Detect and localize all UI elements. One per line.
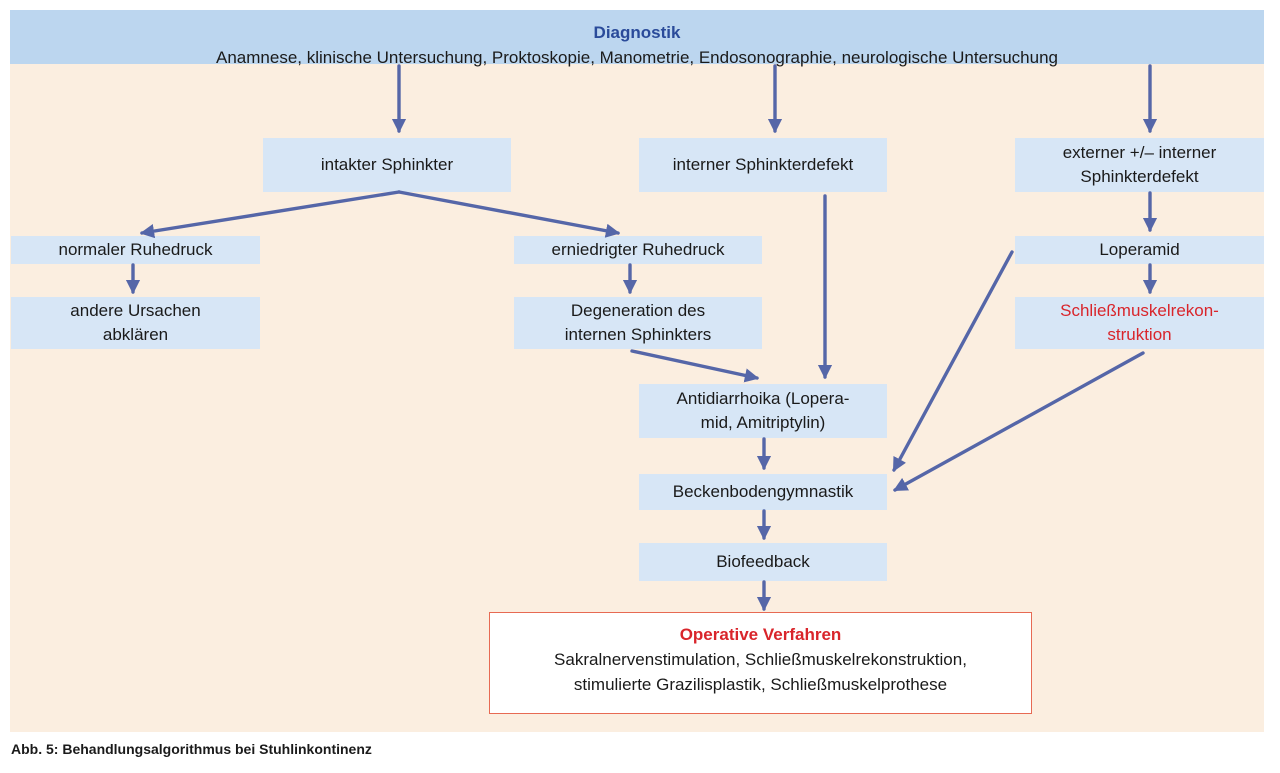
node-label-line1: Antidiarrhoika (Lopera- bbox=[676, 389, 850, 408]
node-label: interner Sphinkterdefekt bbox=[672, 155, 854, 174]
operative-line1: Sakralnervenstimulation, Schließmuskelre… bbox=[554, 650, 967, 669]
arrow-intakter-to-erniedrigter bbox=[397, 190, 621, 238]
node-label: Beckenbodengymnastik bbox=[672, 482, 854, 501]
arrow-degeneration-to-antidiarrhoika bbox=[630, 349, 760, 383]
node-loperamid: Loperamid bbox=[1015, 236, 1264, 264]
arrow-schliess-to-becken bbox=[893, 351, 1145, 492]
node-operative-verfahren: Operative Verfahren Sakralnervenstimulat… bbox=[489, 612, 1032, 714]
diagnostik-header: Diagnostik Anamnese, klinische Untersuch… bbox=[10, 10, 1264, 67]
node-andere-ursachen: andere Ursachen abklären bbox=[11, 297, 260, 349]
node-label-line2: struktion bbox=[1107, 325, 1172, 344]
header-title: Diagnostik bbox=[593, 23, 681, 42]
node-biofeedback: Biofeedback bbox=[639, 543, 887, 581]
arrow-loperamid-to-becken bbox=[892, 250, 1014, 472]
arrow-intakter-to-normaler bbox=[139, 190, 401, 239]
node-label-line1: Schließmuskelrekon- bbox=[1060, 301, 1219, 320]
node-antidiarrhoika: Antidiarrhoika (Lopera- mid, Amitriptyli… bbox=[639, 384, 887, 438]
figure-caption: Abb. 5: Behandlungsalgorithmus bei Stuhl… bbox=[11, 741, 372, 757]
node-label: Loperamid bbox=[1099, 240, 1180, 259]
node-label: Biofeedback bbox=[716, 552, 810, 571]
node-label-line1: Degeneration des bbox=[570, 301, 706, 320]
operative-line2: stimulierte Grazilisplastik, Schließmusk… bbox=[573, 675, 948, 694]
node-intakter-sphinkter: intakter Sphinkter bbox=[263, 138, 511, 192]
node-label-line2: internen Sphinkters bbox=[564, 325, 712, 344]
operative-title: Operative Verfahren bbox=[679, 625, 842, 644]
node-label-line2: Sphinkterdefekt bbox=[1080, 167, 1199, 186]
node-schliessmuskelrekonstruktion: Schließmuskelrekon- struktion bbox=[1015, 297, 1264, 349]
node-label-line1: andere Ursachen bbox=[70, 301, 201, 320]
node-erniedrigter-ruhedruck: erniedrigter Ruhedruck bbox=[514, 236, 762, 264]
node-degeneration: Degeneration des internen Sphinkters bbox=[514, 297, 762, 349]
node-label-line1: externer +/– interner bbox=[1062, 143, 1217, 162]
node-externer-sphinkterdefekt: externer +/– interner Sphinkterdefekt bbox=[1015, 138, 1264, 192]
node-label: erniedrigter Ruhedruck bbox=[551, 240, 725, 259]
header-subtitle: Anamnese, klinische Untersuchung, Prokto… bbox=[216, 48, 1058, 67]
node-interner-sphinkterdefekt: interner Sphinkterdefekt bbox=[639, 138, 887, 192]
node-label-line2: mid, Amitriptylin) bbox=[700, 413, 826, 432]
node-normaler-ruhedruck: normaler Ruhedruck bbox=[11, 236, 260, 264]
diagram-background-panel bbox=[10, 10, 1264, 732]
node-beckenbodengymnastik: Beckenbodengymnastik bbox=[639, 474, 887, 510]
node-label: normaler Ruhedruck bbox=[58, 240, 213, 259]
node-label: intakter Sphinkter bbox=[320, 155, 454, 174]
node-label-line2: abklären bbox=[102, 325, 169, 344]
